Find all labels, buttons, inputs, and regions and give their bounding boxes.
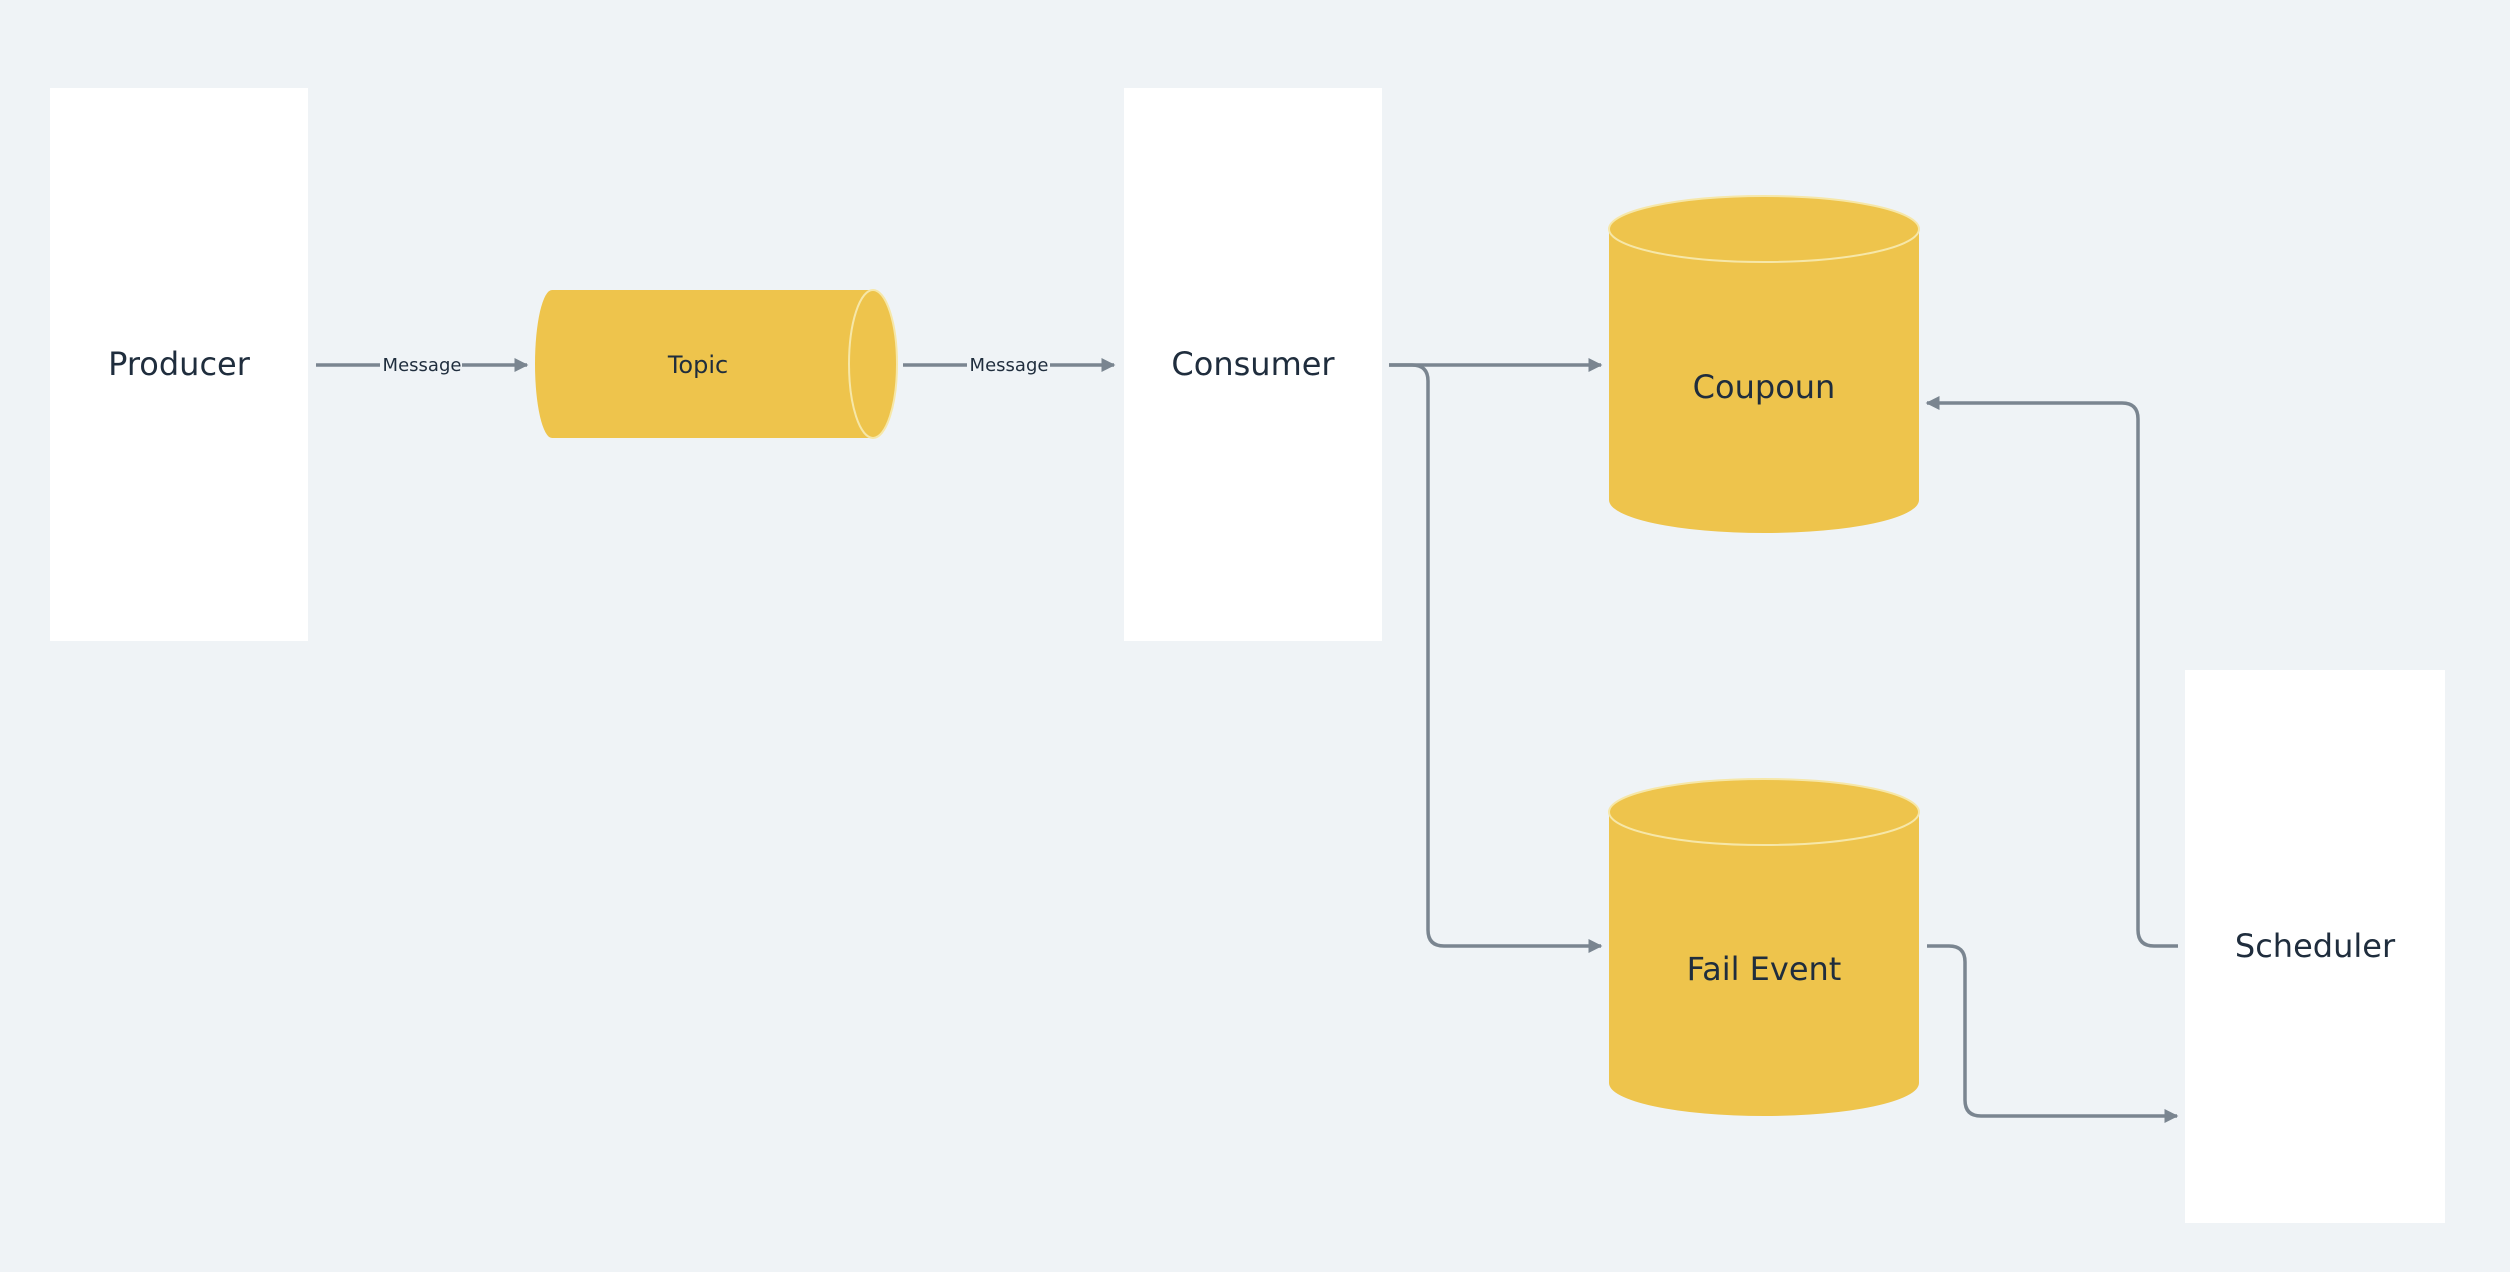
- coupoun-db-node[interactable]: Coupoun: [1608, 195, 1920, 533]
- scheduler-label: Scheduler: [2235, 927, 2396, 965]
- coupoun-label: Coupoun: [1693, 368, 1836, 406]
- consumer-label: Consumer: [1171, 345, 1335, 383]
- edge-producer-topic: Message: [316, 355, 529, 376]
- edge-topic-consumer: Message: [903, 355, 1116, 376]
- edge-scheduler-coupoun: [1925, 396, 2178, 948]
- producer-label: Producer: [108, 345, 251, 383]
- fail-event-db-node[interactable]: Fail Event: [1608, 778, 1920, 1116]
- edge-label-topic-consumer: Message: [970, 355, 1049, 376]
- consumer-node[interactable]: Consumer: [1124, 88, 1382, 641]
- edge-fail-event-scheduler: [1927, 944, 2179, 1123]
- edge-consumer-fail-event: [1389, 363, 1603, 953]
- topic-node[interactable]: Topic: [535, 289, 898, 439]
- fail-event-label: Fail Event: [1687, 950, 1842, 988]
- scheduler-node[interactable]: Scheduler: [2185, 670, 2445, 1223]
- edge-label-producer-topic: Message: [383, 355, 462, 376]
- topic-label: Topic: [667, 351, 728, 379]
- producer-node[interactable]: Producer: [50, 88, 308, 641]
